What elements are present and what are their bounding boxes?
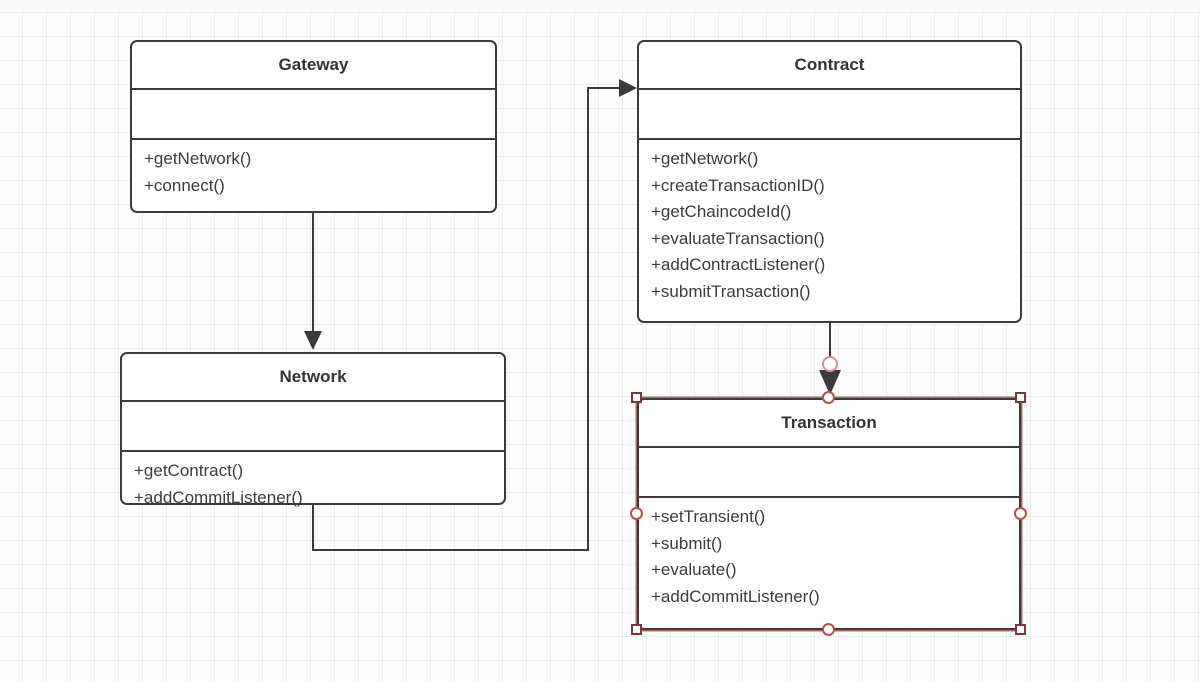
uml-class-gateway[interactable]: Gateway +getNetwork() +connect() [130, 40, 497, 213]
class-title: Transaction [639, 400, 1019, 448]
edge-gateway-network[interactable] [312, 213, 314, 334]
method-label: +evaluateTransaction() [651, 228, 825, 248]
class-methods: +setTransient() +submit() +evaluate() +a… [639, 498, 1019, 610]
uml-class-transaction[interactable]: Transaction +setTransient() +submit() +e… [637, 398, 1021, 630]
method-label: +getNetwork() [144, 149, 252, 168]
uml-class-network[interactable]: Network +getContract() +addCommitListene… [120, 352, 506, 507]
edge-network-contract[interactable] [587, 87, 620, 89]
arrowhead-icon [304, 331, 322, 350]
class-attributes-empty [639, 90, 1020, 140]
selection-handle-right[interactable] [1014, 507, 1027, 520]
method-label: +evaluate() [651, 560, 737, 580]
class-title: Gateway [132, 42, 495, 90]
edge-network-contract[interactable] [587, 87, 589, 551]
method-label: +submitTransaction() [651, 281, 811, 301]
arrowhead-icon [619, 79, 637, 97]
selection-handle-sw[interactable] [631, 624, 642, 635]
method-label: +submit() [651, 533, 723, 553]
selection-handle-se[interactable] [1015, 624, 1026, 635]
class-methods: +getNetwork() +createTransactionID() +ge… [639, 140, 1020, 306]
selection-handle-top[interactable] [822, 391, 835, 404]
method-label: +addCommitListener() [134, 487, 303, 507]
uml-class-contract[interactable]: Contract +getNetwork() +createTransactio… [637, 40, 1022, 323]
selection-handle-nw[interactable] [631, 392, 642, 403]
class-methods: +getContract() +addCommitListener() [122, 452, 504, 511]
class-attributes-empty [639, 448, 1019, 498]
edge-network-contract[interactable] [312, 549, 589, 551]
method-label: +setTransient() [651, 507, 766, 526]
arrowhead-icon [819, 370, 841, 395]
method-label: +getChaincodeId() [651, 202, 792, 222]
edge-contract-transaction[interactable] [829, 323, 831, 373]
top-edge-strip [0, 0, 1200, 10]
selection-handle-bottom[interactable] [822, 623, 835, 636]
edge-network-contract[interactable] [312, 503, 314, 551]
edge-endpoint-circle-icon[interactable] [822, 356, 838, 372]
class-attributes-empty [122, 402, 504, 452]
method-label: +createTransactionID() [651, 175, 825, 195]
class-attributes-empty [132, 90, 495, 140]
method-label: +connect() [144, 175, 225, 195]
method-label: +getNetwork() [651, 149, 759, 168]
selection-handle-ne[interactable] [1015, 392, 1026, 403]
method-label: +addCommitListener() [651, 586, 820, 606]
method-label: +getContract() [134, 461, 244, 480]
class-title: Contract [639, 42, 1020, 90]
method-label: +addContractListener() [651, 255, 826, 275]
selection-handle-left[interactable] [630, 507, 643, 520]
class-title: Network [122, 354, 504, 402]
class-methods: +getNetwork() +connect() [132, 140, 495, 199]
